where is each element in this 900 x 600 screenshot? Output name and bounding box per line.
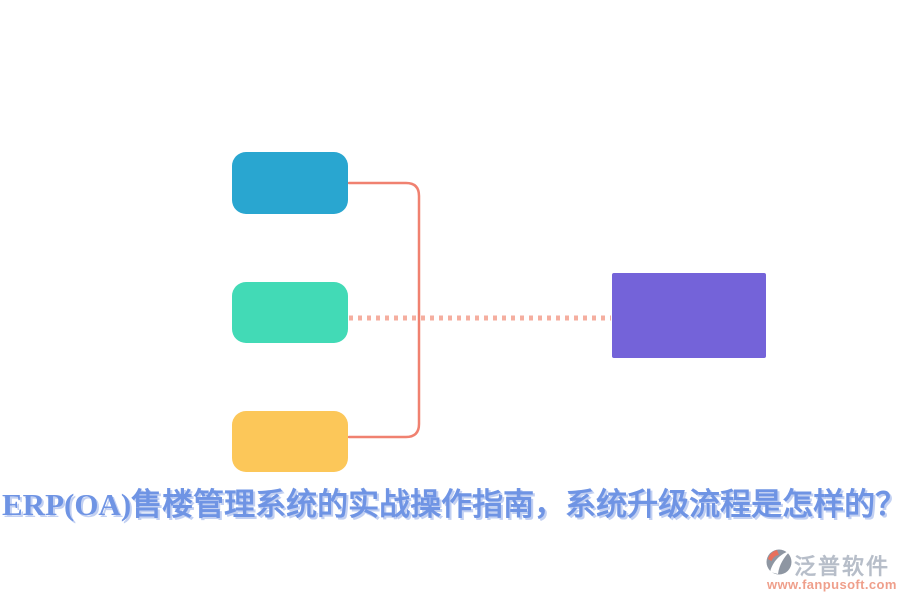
watermark: 泛普软件 www.fanpusoft.com — [764, 547, 896, 595]
flow-box-top — [232, 152, 348, 214]
watermark-brand: 泛普软件 — [794, 554, 891, 579]
watermark-url: www.fanpusoft.com — [767, 577, 897, 592]
fanpu-logo-icon — [766, 549, 792, 575]
bracket-connector — [347, 181, 421, 439]
flow-box-bottom — [232, 411, 348, 472]
flow-box-middle — [232, 282, 348, 343]
flow-box-result — [612, 273, 766, 358]
page-title: ERP(OA)售楼管理系统的实战操作指南，系统升级流程是怎样的？ — [2, 487, 900, 522]
